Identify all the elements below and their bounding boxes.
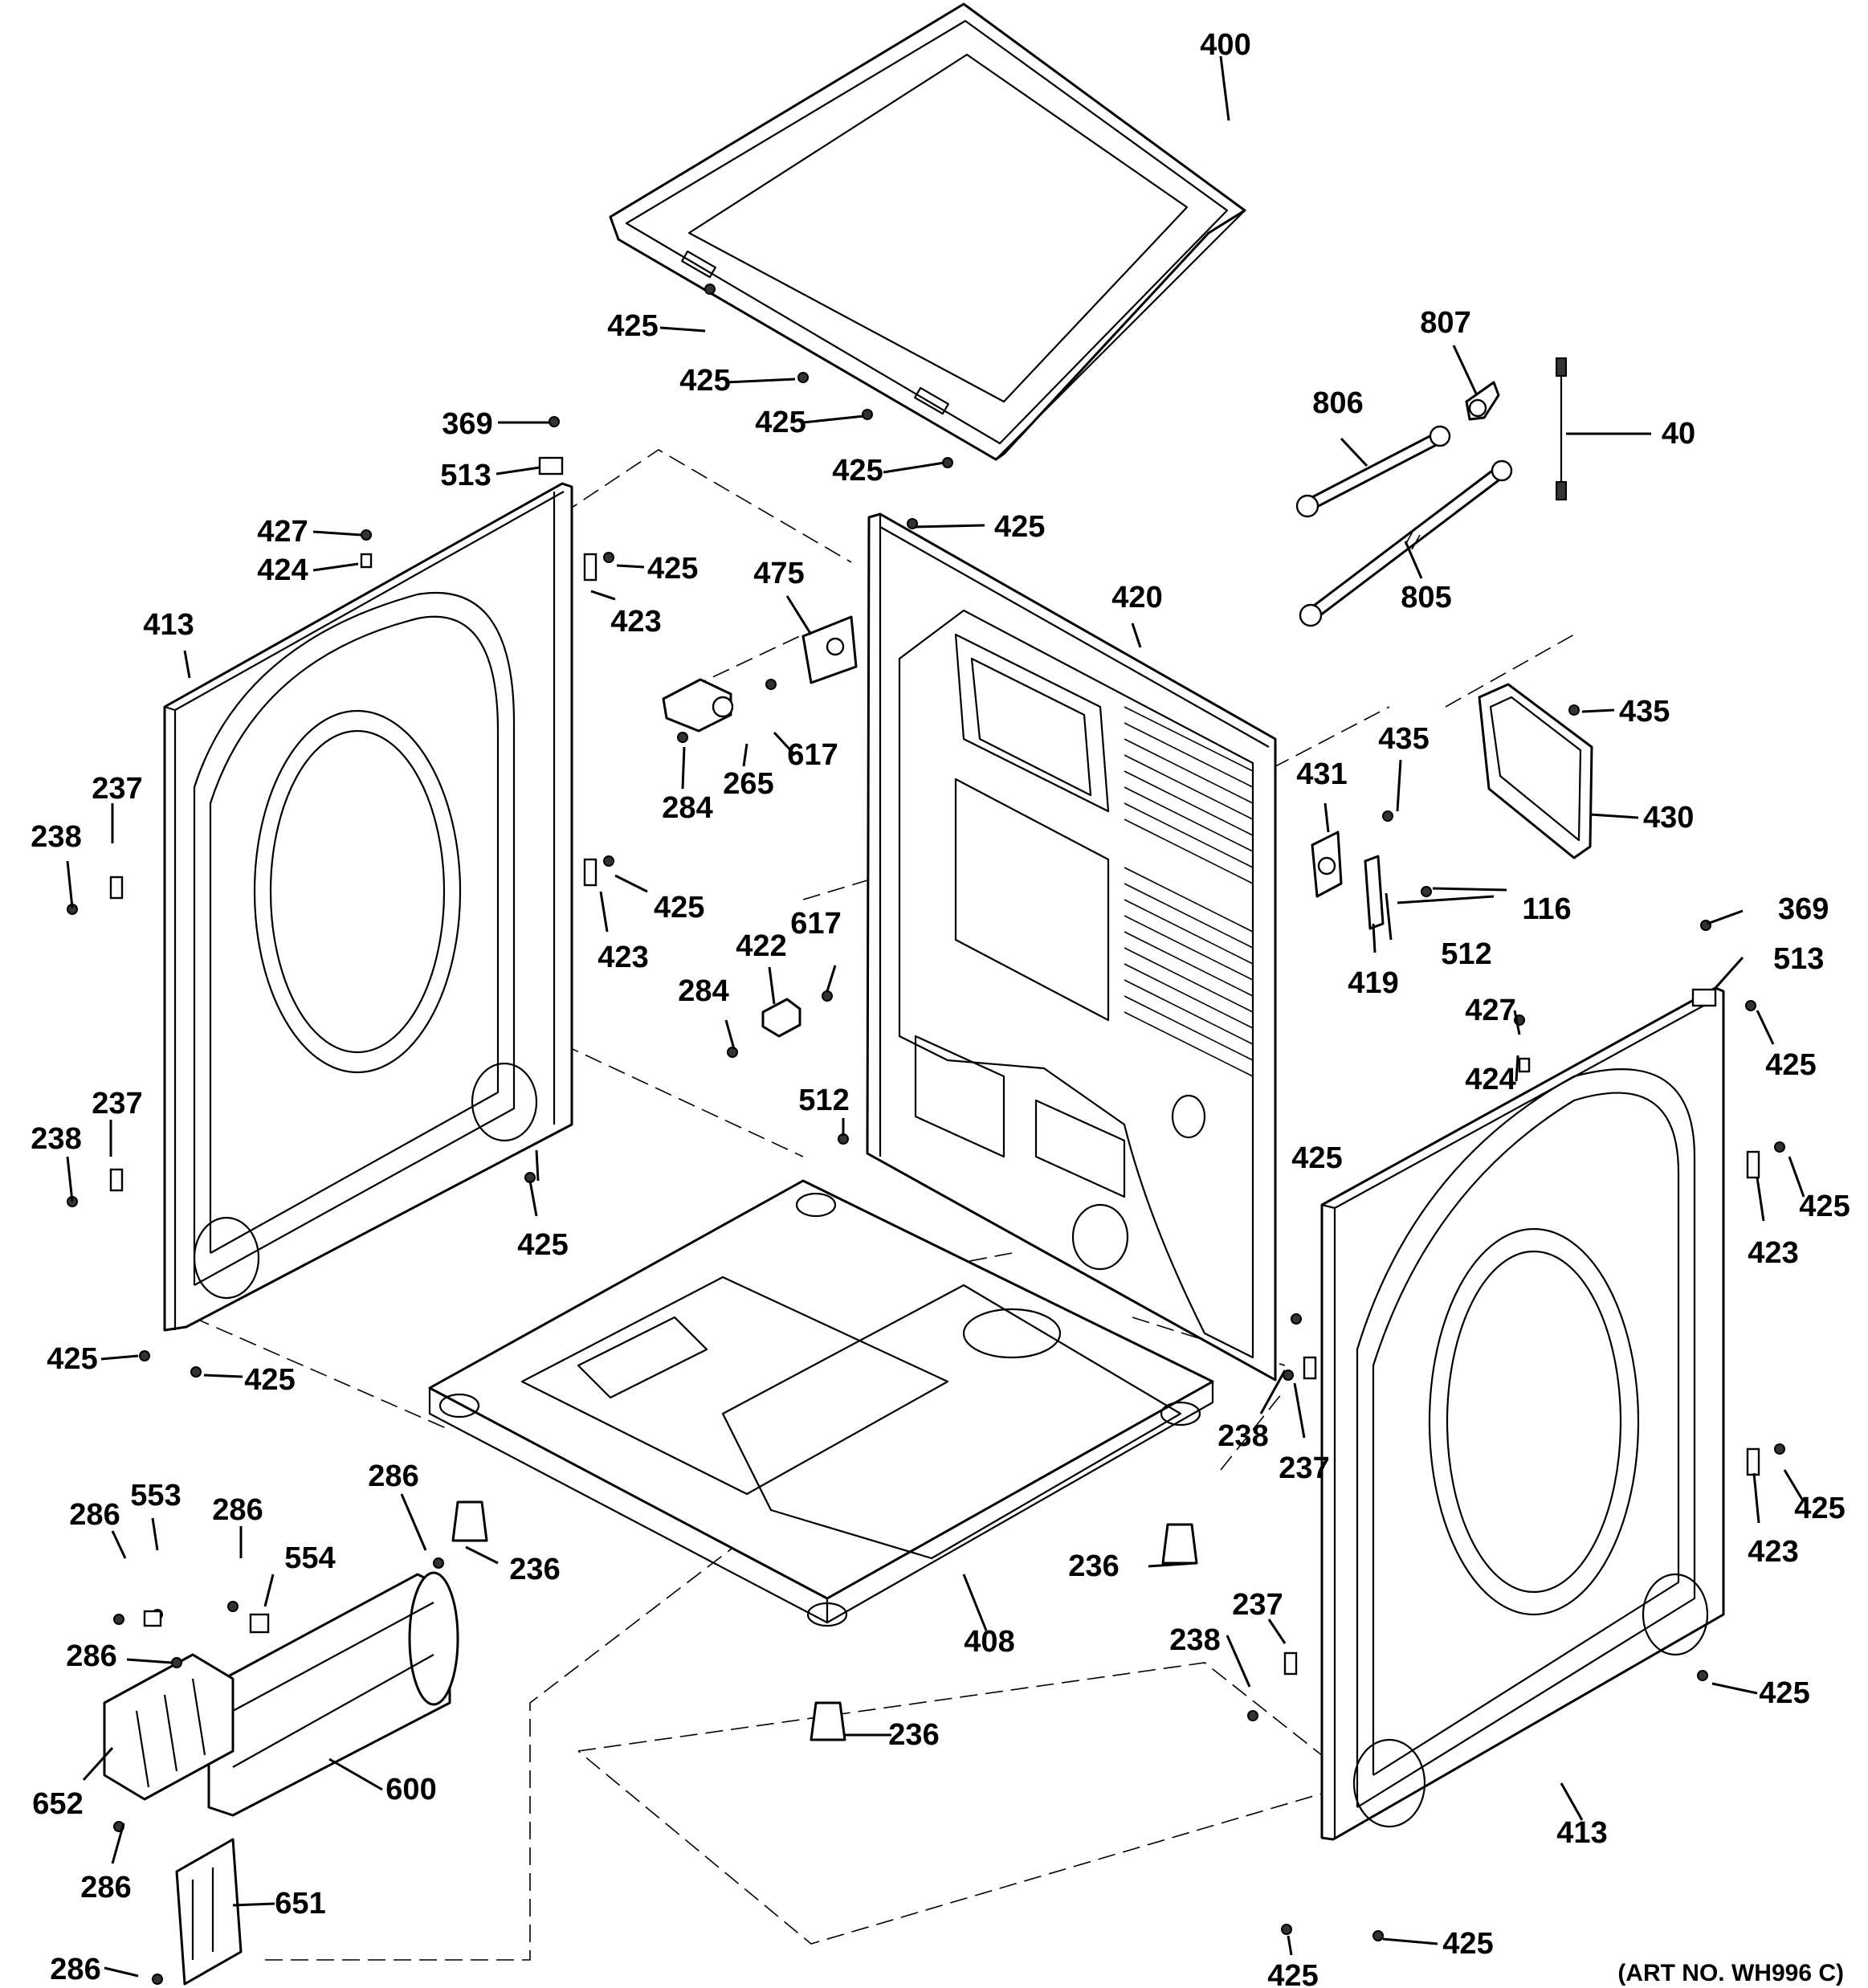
callout-286-d: 286 [66,1639,116,1673]
callout-400: 400 [1200,28,1250,62]
callout-651: 651 [275,1887,325,1921]
callout-807: 807 [1420,306,1470,340]
callout-265: 265 [723,767,773,801]
exhaust-duct [207,1571,459,1817]
callout-425-left-foot-a: 425 [47,1342,97,1376]
valve-265 [662,678,734,733]
callout-236-a: 236 [509,1553,560,1586]
callout-425-left-foot-b: 425 [244,1363,295,1397]
callout-286-a: 286 [69,1498,120,1532]
callout-238-a: 238 [31,820,81,854]
callout-427-left: 427 [257,515,308,549]
bracket-475 [801,615,858,684]
y-connector-807 [1465,381,1500,421]
callout-286-f: 286 [50,1953,100,1986]
callout-369-right: 369 [1778,892,1829,926]
leveling-legs [451,1500,1198,1741]
callout-512-a: 512 [1441,937,1491,971]
callout-513-right: 513 [1773,942,1824,976]
callout-286-c: 286 [368,1459,418,1493]
steam-hose-40 [1556,357,1567,500]
callout-425-right-d: 425 [1759,1676,1809,1710]
callout-553: 553 [130,1479,181,1512]
callout-116: 116 [1522,892,1571,926]
callout-238-b: 238 [31,1122,81,1156]
callout-40: 40 [1662,417,1695,451]
callout-425-foot-c: 425 [1442,1927,1493,1961]
callout-284-b: 284 [678,974,728,1008]
callout-425-side-b: 425 [654,891,704,925]
callout-425-top-d: 425 [832,454,883,488]
callout-652: 652 [32,1787,83,1821]
callout-513-left: 513 [440,459,491,492]
duct-bracket-651 [175,1838,243,1986]
callout-425-right-a: 425 [1765,1048,1816,1082]
callout-423-a: 423 [610,605,661,639]
callout-423-c: 423 [1748,1236,1798,1270]
callout-236-c: 236 [888,1718,939,1752]
callout-413-right: 413 [1556,1816,1607,1850]
callout-512-b: 512 [798,1084,849,1117]
sensor-422 [761,998,801,1038]
top-cover [609,2,1246,461]
callout-431: 431 [1296,757,1347,791]
callout-475: 475 [753,557,804,590]
callout-424-left: 424 [257,553,308,587]
callout-805: 805 [1401,581,1451,614]
callout-422: 422 [736,929,786,963]
callout-554: 554 [284,1541,335,1575]
left-side-panel [163,482,573,1332]
callout-408: 408 [964,1625,1014,1659]
right-side-panel [1320,986,1725,1841]
leader-lines [66,55,1805,1978]
callout-425-top-c: 425 [755,406,806,439]
callout-423-b: 423 [598,941,648,974]
callout-237-a: 237 [92,772,142,806]
callout-617-b: 617 [790,907,841,941]
callout-425-side-a: 425 [647,552,698,586]
block-419 [1364,855,1385,930]
callout-425-top-b: 425 [679,364,730,398]
access-cover-430 [1478,683,1593,859]
inlet-hose-806 [1295,425,1451,518]
callout-430: 430 [1643,801,1694,835]
callout-424-right: 424 [1465,1063,1515,1096]
callout-419: 419 [1348,966,1398,1000]
callout-237-c: 237 [1279,1451,1329,1485]
art-number: (ART NO. WH996 C) [1617,1960,1844,1986]
callout-238-d: 238 [1169,1623,1220,1657]
callout-423-d: 423 [1748,1535,1798,1569]
callout-237-b: 237 [92,1087,142,1121]
callout-420: 420 [1111,581,1162,614]
callout-286-b: 286 [212,1493,263,1527]
plate-431 [1311,831,1343,898]
back-panel [866,512,1277,1382]
callout-labels: 400 425 425 425 425 807 806 40 805 369 5… [31,28,1850,1988]
callout-237-d: 237 [1232,1588,1283,1622]
callout-427-right: 427 [1465,994,1515,1027]
callout-284-a: 284 [662,791,712,825]
callout-435-a: 435 [1619,695,1670,729]
callout-425-left-bottom: 425 [1291,1141,1342,1175]
callout-425-top-a: 425 [607,309,658,343]
callout-806: 806 [1312,386,1363,420]
callout-425-foot-d: 425 [1267,1959,1318,1988]
callout-617-a: 617 [787,738,838,772]
callout-286-e: 286 [80,1871,131,1904]
callout-425-back-top: 425 [994,510,1045,544]
duct-end-cap-652 [103,1653,235,1801]
callout-425-right-b: 425 [1799,1190,1850,1223]
callout-425-right-c: 425 [1794,1492,1845,1525]
callout-425-back-bottom: 425 [517,1228,568,1262]
callout-413-left: 413 [143,608,194,642]
base-pan [428,1179,1214,1627]
callout-238-c: 238 [1217,1419,1268,1453]
callout-236-b: 236 [1068,1549,1119,1583]
callout-600: 600 [385,1773,436,1806]
callout-435-b: 435 [1378,722,1429,756]
callout-369-left: 369 [442,407,492,441]
